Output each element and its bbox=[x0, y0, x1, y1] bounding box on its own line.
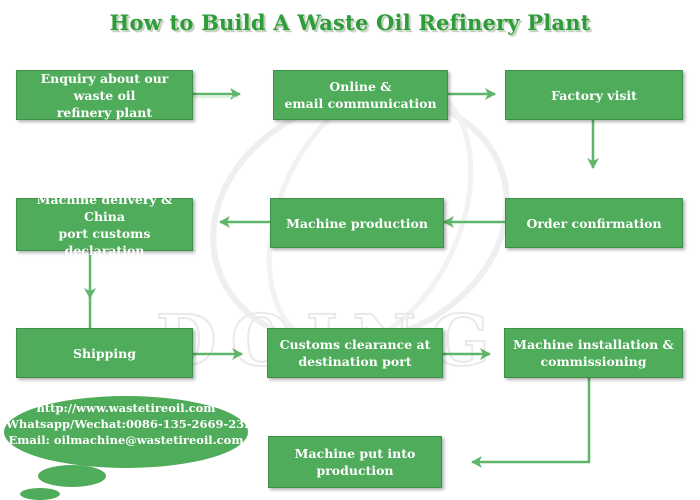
contact-whatsapp: Whatsapp/Wechat:0086-135-2669-2320 bbox=[6, 417, 261, 431]
contact-bubble-main bbox=[4, 396, 248, 468]
step-factory-visit: Factory visit bbox=[505, 70, 683, 120]
contact-bubble-tail-1 bbox=[38, 465, 106, 487]
contact-email[interactable]: Email: oilmachine@wastetireoil.com bbox=[8, 433, 244, 447]
step-installation-commissioning: Machine installation &commissioning bbox=[504, 328, 683, 378]
page-title: How to Build A Waste Oil Refinery Plant bbox=[109, 10, 591, 35]
step-online-email-communication: Online &email communication bbox=[273, 70, 448, 120]
step-shipping: Shipping bbox=[16, 328, 193, 378]
contact-website[interactable]: http://www.wastetireoil.com bbox=[36, 401, 216, 415]
arrow-9-to-10 bbox=[471, 378, 591, 468]
step-machine-production: Machine production bbox=[270, 198, 444, 248]
step-order-confirmation: Order confirmation bbox=[505, 198, 683, 248]
contact-info: http://www.wastetireoil.com Whatsapp/Wec… bbox=[6, 400, 261, 464]
contact-bubble-tail-2 bbox=[20, 488, 60, 500]
